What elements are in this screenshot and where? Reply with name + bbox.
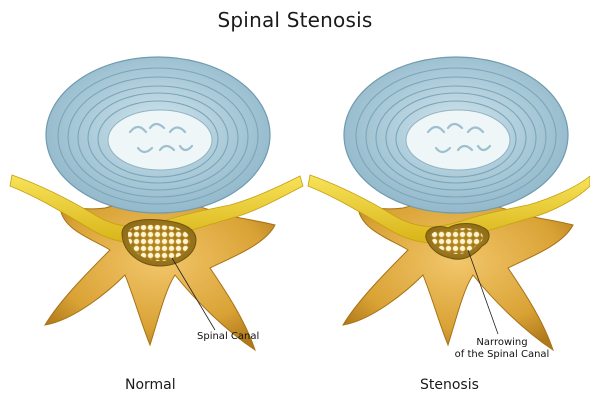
vertebra-stenosis: [308, 57, 590, 350]
spinal-canal-label: Spinal Canal: [197, 331, 259, 343]
narrowing-label-line2: of the Spinal Canal: [455, 349, 550, 361]
caption-stenosis: Stenosis: [420, 377, 479, 393]
nucleus-pulposus: [406, 110, 510, 170]
caption-normal: Normal: [125, 377, 176, 393]
narrowing-label-line1: Narrowing: [455, 337, 550, 349]
vertebra-normal: [10, 57, 303, 350]
nucleus-pulposus: [108, 110, 212, 170]
narrowing-label: Narrowing of the Spinal Canal: [455, 337, 550, 361]
